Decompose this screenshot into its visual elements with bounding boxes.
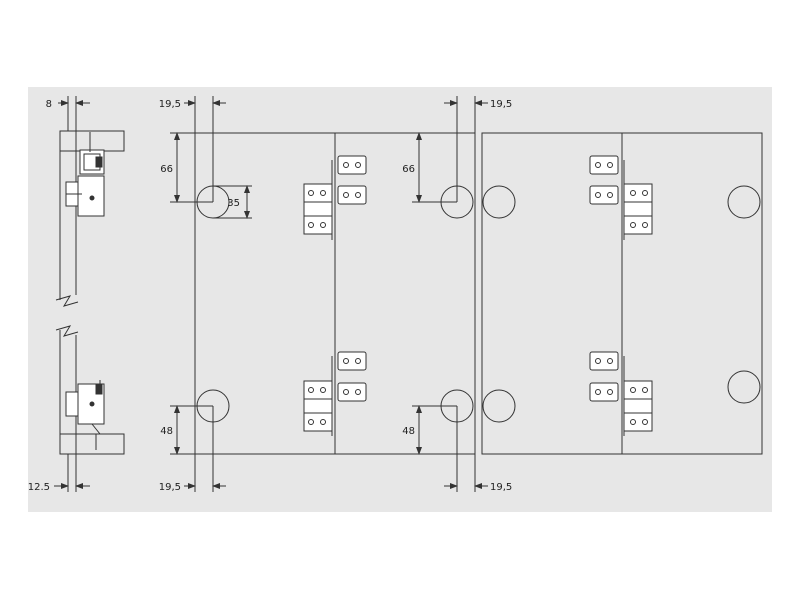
hinge-icon [589,155,653,240]
dim-bottom-right: 19,5 [490,482,512,493]
dim-vertical-top-mid: 66 [402,164,415,175]
dim-side-top: 8 [46,99,52,110]
dim-top-right: 19,5 [490,99,512,110]
clamp-icon [65,380,105,450]
dim-bottom-left: 19,5 [159,482,181,493]
hinge-icon [303,351,367,436]
dim-vertical-bottom-left: 48 [160,426,173,437]
cup-hole-icon [727,370,761,404]
dim-vertical-bottom-mid: 48 [402,426,415,437]
dim-hole-diameter: 35 [227,198,240,209]
dim-vertical-top-left: 66 [160,164,173,175]
clamp-icon [65,132,105,217]
dim-top-left: 19,5 [159,99,181,110]
side-section-view [55,96,125,492]
hinge-icon [303,155,367,240]
cup-hole-icon [482,185,516,219]
dim-side-bottom: 12.5 [28,482,50,493]
hinge-icon [589,351,653,436]
cup-hole-icon [727,185,761,219]
cup-hole-icon [482,389,516,423]
